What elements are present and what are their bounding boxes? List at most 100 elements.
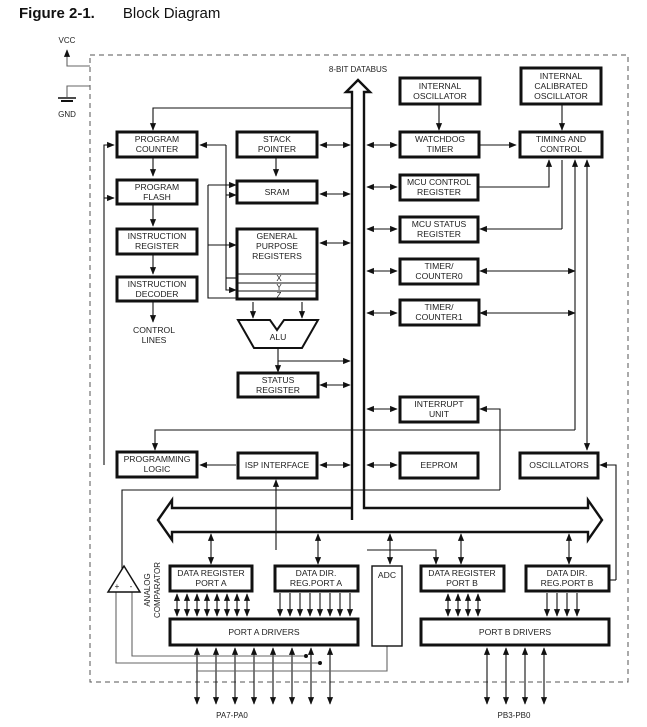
databus-label: 8-BIT DATABUS: [329, 65, 387, 74]
svg-text:PORT A DRIVERS: PORT A DRIVERS: [228, 627, 300, 637]
svg-text:CALIBRATED: CALIBRATED: [534, 81, 587, 91]
svg-text:UNIT: UNIT: [429, 409, 450, 419]
svg-text:EEPROM: EEPROM: [420, 460, 457, 470]
eeprom-block: EEPROM: [398, 451, 480, 480]
svg-text:PORT B: PORT B: [446, 578, 478, 588]
svg-text:OSCILLATORS: OSCILLATORS: [529, 460, 589, 470]
svg-text:PROGRAM: PROGRAM: [135, 134, 179, 144]
svg-text:MCU CONTROL: MCU CONTROL: [407, 177, 471, 187]
svg-text:FLASH: FLASH: [143, 192, 171, 202]
svg-text:INSTRUCTION: INSTRUCTION: [128, 231, 187, 241]
isp-interface-block: ISP INTERFACE: [236, 451, 319, 480]
svg-text:PROGRAMMING: PROGRAMMING: [124, 454, 191, 464]
svg-text:ANALOG: ANALOG: [143, 573, 152, 606]
svg-text:REG.PORT B: REG.PORT B: [541, 578, 594, 588]
svg-text:REGISTER: REGISTER: [135, 241, 179, 251]
svg-text:MCU STATUS: MCU STATUS: [412, 219, 467, 229]
svg-text:LINES: LINES: [142, 335, 167, 345]
svg-text:INTERNAL: INTERNAL: [540, 71, 583, 81]
timer-counter0-block: TIMER/COUNTER0: [398, 257, 480, 286]
port-a-drivers-block: PORT A DRIVERS: [168, 617, 360, 647]
svg-text:GENERAL: GENERAL: [256, 231, 297, 241]
figure-caption: Block Diagram: [122, 5, 221, 22]
svg-text:TIMING AND: TIMING AND: [536, 134, 586, 144]
svg-text:REGISTER: REGISTER: [417, 187, 461, 197]
chip-boundary: [89, 54, 629, 683]
vcc-symbol: VCC: [59, 36, 90, 67]
analog-comparator: + - ANALOG COMPARATOR: [106, 562, 162, 618]
vcc-label: VCC: [59, 36, 76, 45]
general-purpose-registers-block: GENERAL PURPOSE REGISTERS X Y Z: [235, 227, 319, 301]
svg-text:PURPOSE: PURPOSE: [256, 241, 298, 251]
svg-text:COUNTER0: COUNTER0: [415, 271, 462, 281]
svg-text:DATA DIR.: DATA DIR.: [547, 568, 588, 578]
svg-text:PORT B DRIVERS: PORT B DRIVERS: [479, 627, 552, 637]
svg-text:COUNTER: COUNTER: [136, 144, 179, 154]
svg-text:OSCILLATOR: OSCILLATOR: [413, 91, 467, 101]
svg-text:PORT A: PORT A: [195, 578, 226, 588]
databus: 8-BIT DATABUS: [156, 65, 604, 544]
svg-text:CONTROL: CONTROL: [540, 144, 582, 154]
svg-text:+: +: [115, 582, 120, 591]
port-b-drivers-block: PORT B DRIVERS: [419, 617, 611, 647]
svg-text:TIMER/: TIMER/: [424, 302, 454, 312]
svg-text:TIMER: TIMER: [427, 144, 454, 154]
data-dir-reg-port-a-block: DATA DIR.REG.PORT A: [273, 564, 360, 593]
svg-text:REG.PORT A: REG.PORT A: [290, 578, 342, 588]
svg-text:ALU: ALU: [270, 332, 287, 342]
svg-text:-: -: [130, 582, 133, 591]
svg-text:REGISTER: REGISTER: [256, 385, 300, 395]
svg-text:DECODER: DECODER: [136, 289, 179, 299]
svg-text:REGISTER: REGISTER: [417, 229, 461, 239]
svg-text:INTERNAL: INTERNAL: [419, 81, 462, 91]
figure-title: Figure 2-1. Block Diagram: [19, 5, 220, 22]
svg-text:REGISTERS: REGISTERS: [252, 251, 302, 261]
port-a-pins-label: PA7-PA0: [216, 711, 248, 720]
svg-text:Z: Z: [277, 291, 282, 300]
svg-text:X: X: [276, 274, 282, 283]
svg-text:DATA REGISTER: DATA REGISTER: [177, 568, 245, 578]
figure-number: Figure 2-1.: [19, 5, 95, 22]
svg-text:OSCILLATOR: OSCILLATOR: [534, 91, 588, 101]
svg-text:INSTRUCTION: INSTRUCTION: [128, 279, 187, 289]
svg-text:COMPARATOR: COMPARATOR: [153, 562, 162, 618]
svg-text:CONTROL: CONTROL: [133, 325, 175, 335]
svg-text:PROGRAM: PROGRAM: [135, 182, 179, 192]
svg-text:COUNTER1: COUNTER1: [415, 312, 462, 322]
svg-text:STATUS: STATUS: [262, 375, 295, 385]
svg-text:INTERRUPT: INTERRUPT: [414, 399, 464, 409]
sram-block: SRAM: [235, 179, 319, 205]
svg-text:STACK: STACK: [263, 134, 291, 144]
svg-text:ISP INTERFACE: ISP INTERFACE: [245, 460, 310, 470]
svg-text:Y: Y: [276, 283, 282, 292]
data-dir-reg-port-b-block: DATA DIR.REG.PORT B: [524, 564, 611, 593]
gnd-label: GND: [58, 110, 76, 119]
alu-block: ALU: [236, 319, 320, 349]
port-b-pins-label: PB3-PB0: [498, 711, 531, 720]
svg-text:SRAM: SRAM: [265, 187, 290, 197]
svg-text:ADC: ADC: [378, 570, 396, 580]
gnd-symbol: GND: [58, 85, 90, 119]
svg-text:WATCHDOG: WATCHDOG: [415, 134, 465, 144]
oscillators-block: OSCILLATORS: [518, 451, 600, 480]
timer-counter1-block: TIMER/COUNTER1: [398, 298, 481, 327]
svg-text:POINTER: POINTER: [258, 144, 296, 154]
svg-text:LOGIC: LOGIC: [144, 464, 171, 474]
svg-text:TIMER/: TIMER/: [424, 261, 454, 271]
